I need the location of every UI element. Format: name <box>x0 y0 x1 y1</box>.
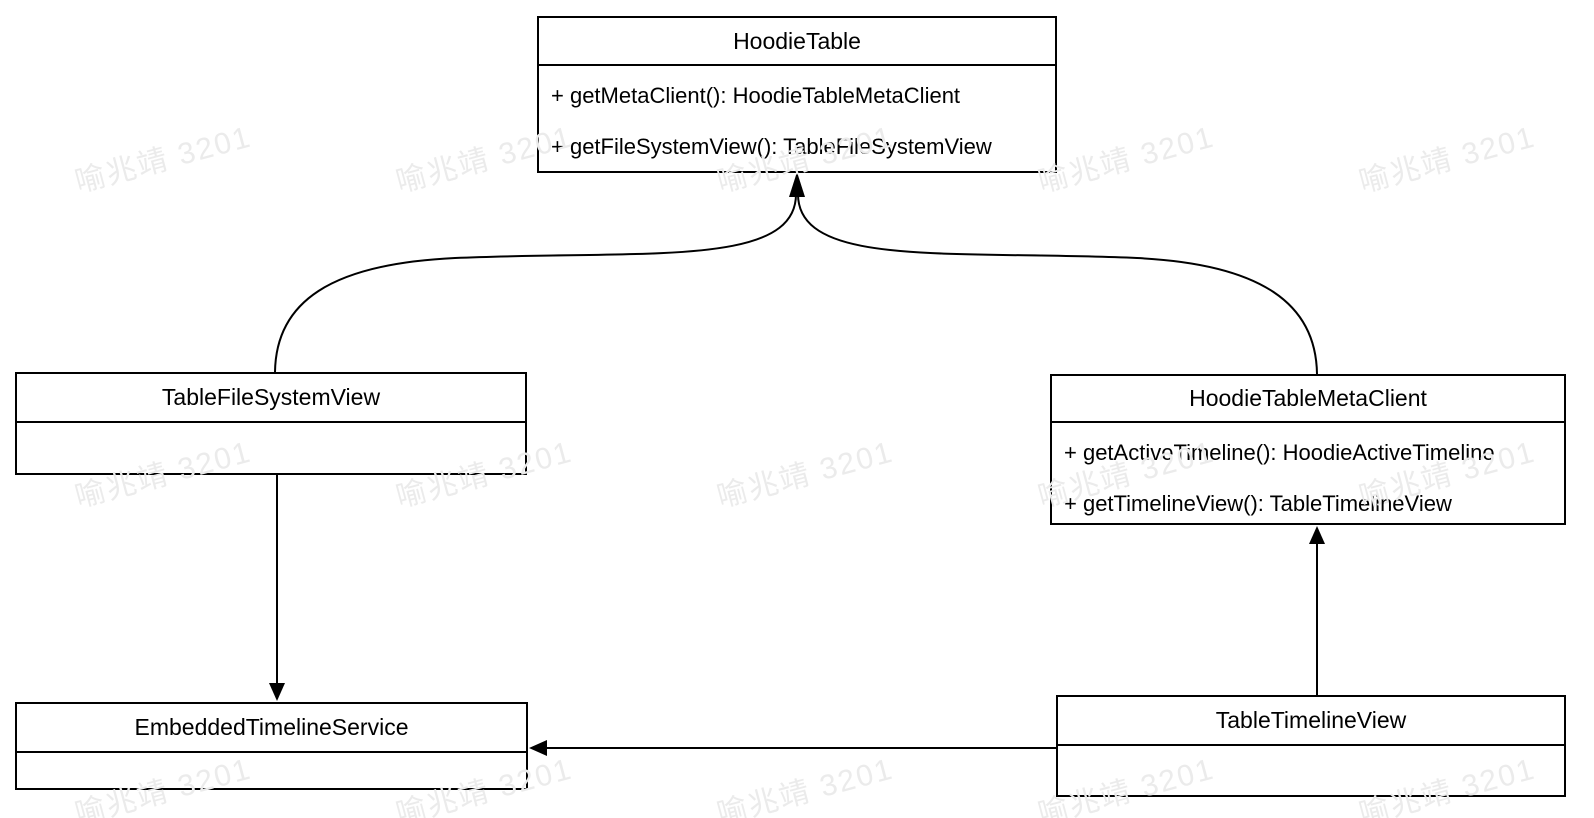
class-title-hoodietable: HoodieTable <box>539 18 1055 66</box>
class-title-tabletimelineview: TableTimelineView <box>1058 697 1564 746</box>
edge-tfsv-to-hoodietable <box>274 193 797 373</box>
method-getmetaclient: + getMetaClient(): HoodieTableMetaClient <box>551 83 961 108</box>
class-body-hoodietable: + getMetaClient(): HoodieTableMetaClient… <box>539 66 1055 171</box>
class-body-embeddedtimelineservice <box>17 753 526 788</box>
class-body-tabletimelineview <box>1058 746 1564 795</box>
arrowhead-left-ets <box>529 740 547 756</box>
class-body-tablefilesystemview <box>17 423 525 473</box>
class-box-hoodietablemetaclient: HoodieTableMetaClient + getActiveTimelin… <box>1050 374 1566 525</box>
class-title-embeddedtimelineservice: EmbeddedTimelineService <box>17 704 526 753</box>
class-box-embeddedtimelineservice: EmbeddedTimelineService <box>15 702 528 790</box>
class-title-tablefilesystemview: TableFileSystemView <box>17 374 525 423</box>
class-box-hoodietable: HoodieTable + getMetaClient(): HoodieTab… <box>537 16 1057 173</box>
edge-htmc-to-hoodietable <box>797 193 1318 375</box>
class-box-tablefilesystemview: TableFileSystemView <box>15 372 527 475</box>
class-title-hoodietablemetaclient: HoodieTableMetaClient <box>1052 376 1564 423</box>
arrowhead-up-htmc <box>1309 526 1325 544</box>
arrowhead-down-ets <box>269 683 285 701</box>
arrowhead-up-hoodietable <box>789 172 805 197</box>
method-gettimelineview: + getTimelineView(): TableTimelineView <box>1064 491 1452 516</box>
class-box-tabletimelineview: TableTimelineView <box>1056 695 1566 797</box>
method-getfilesystemview: + getFileSystemView(): TableFileSystemVi… <box>551 134 992 159</box>
method-getactivetimeline: + getActiveTimeline(): HoodieActiveTimel… <box>1064 440 1495 465</box>
class-body-hoodietablemetaclient: + getActiveTimeline(): HoodieActiveTimel… <box>1052 423 1564 523</box>
